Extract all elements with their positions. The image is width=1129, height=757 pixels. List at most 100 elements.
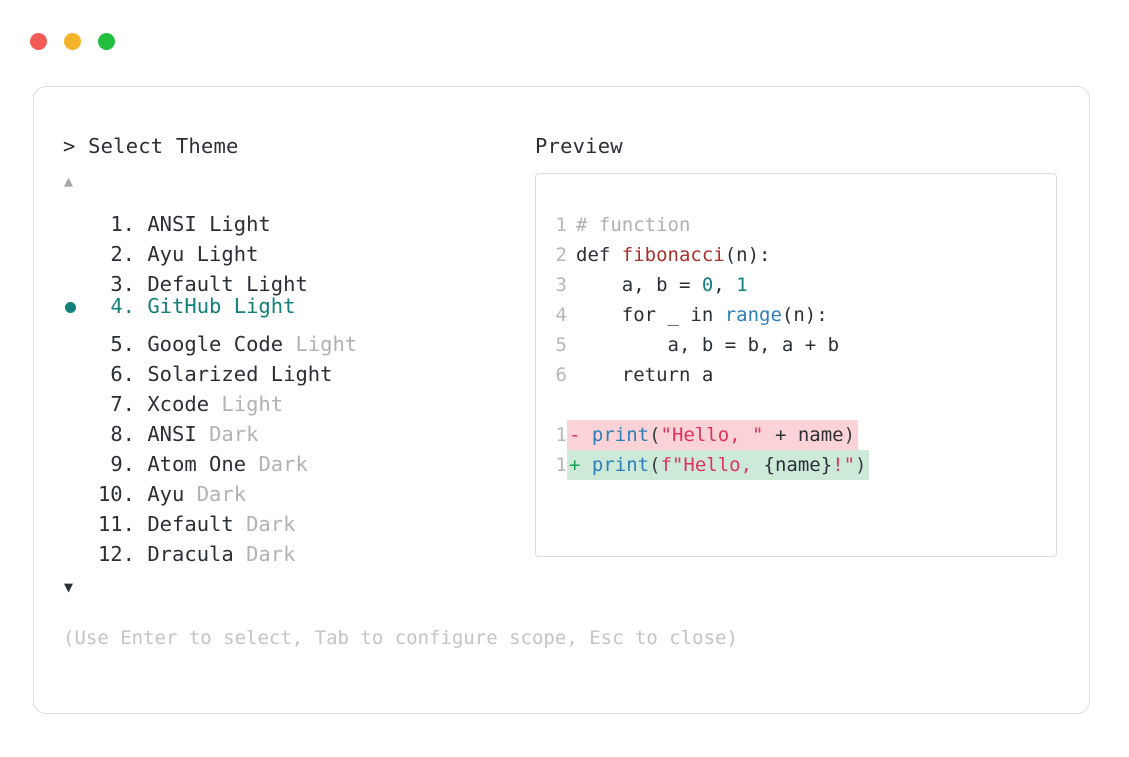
selection-bullet-slot bbox=[63, 411, 89, 441]
theme-list-item[interactable]: 4. GitHub Light bbox=[63, 291, 533, 321]
theme-list-item[interactable]: 1. ANSI Light bbox=[63, 201, 533, 236]
theme-index-gap bbox=[135, 479, 147, 509]
theme-list-item[interactable]: 9. Atom One Dark bbox=[63, 441, 533, 476]
diff-token: "Hello, " bbox=[660, 424, 764, 446]
theme-index: 6. bbox=[110, 362, 135, 386]
theme-name: Xcode bbox=[147, 392, 222, 416]
window-traffic-lights bbox=[30, 33, 115, 50]
selection-bullet-slot bbox=[63, 293, 89, 323]
theme-variant-label: Light bbox=[246, 272, 308, 296]
code-line: 4 for _ in range(n): bbox=[536, 300, 1056, 330]
diff-token: f"Hello, bbox=[660, 454, 764, 476]
theme-variant-label: Dark bbox=[246, 512, 296, 536]
theme-index-gap bbox=[135, 209, 147, 239]
code-line-text: for _ in range(n): bbox=[576, 300, 828, 330]
close-window-button[interactable] bbox=[30, 33, 47, 50]
diff-line-body: + print(f"Hello, {name}!") bbox=[567, 450, 870, 480]
code-token: # function bbox=[576, 214, 691, 236]
theme-index: 2. bbox=[110, 242, 135, 266]
scroll-up-indicator-icon[interactable]: ▲ bbox=[64, 172, 74, 190]
theme-index: 7. bbox=[110, 392, 135, 416]
theme-index-gap bbox=[135, 389, 147, 419]
code-token: (n): bbox=[781, 304, 828, 326]
code-line-text: a, b = b, a + b bbox=[576, 330, 840, 360]
diff-token: + name bbox=[763, 424, 844, 446]
code-token: a, b = b, a + b bbox=[576, 334, 840, 356]
diff-token: print bbox=[591, 454, 650, 476]
code-line: 1 # function bbox=[536, 210, 1056, 240]
theme-index: 8. bbox=[110, 422, 135, 446]
selection-bullet-slot bbox=[63, 261, 89, 291]
theme-variant-label: Dark bbox=[196, 482, 247, 506]
theme-list-item[interactable]: 8. ANSI Dark bbox=[63, 411, 533, 446]
code-line-number: 6 bbox=[555, 364, 567, 386]
theme-name: Default bbox=[147, 272, 247, 296]
theme-name: ANSI bbox=[147, 422, 210, 446]
theme-index: 12. bbox=[97, 542, 135, 566]
code-token: a, b = bbox=[576, 274, 702, 296]
theme-variant-label: Light bbox=[270, 362, 333, 386]
theme-variant-label: Dark bbox=[258, 452, 308, 476]
theme-name: Dracula bbox=[147, 542, 247, 566]
code-line-number: 2 bbox=[555, 244, 567, 266]
theme-index-gap bbox=[135, 509, 147, 539]
theme-name: ANSI bbox=[147, 212, 210, 236]
diff-preview: 1- print("Hello, " + name)1+ print(f"Hel… bbox=[536, 420, 1056, 480]
selection-bullet-slot bbox=[63, 471, 89, 501]
theme-variant-label: Light bbox=[221, 392, 284, 416]
theme-index: 9. bbox=[110, 452, 135, 476]
code-line-number: 5 bbox=[555, 334, 567, 356]
theme-list-item[interactable]: 6. Solarized Light bbox=[63, 351, 533, 386]
code-token: 1 bbox=[736, 274, 748, 296]
theme-variant-label: Dark bbox=[246, 542, 296, 566]
selection-bullet-slot bbox=[63, 441, 89, 471]
keyboard-hint-text: (Use Enter to select, Tab to configure s… bbox=[63, 627, 738, 649]
theme-list-item[interactable]: 12. Dracula Dark bbox=[63, 531, 533, 566]
preview-title: Preview bbox=[535, 134, 623, 158]
theme-list-item[interactable]: 2. Ayu Light bbox=[63, 231, 533, 266]
theme-list-item[interactable]: 3. Default Light bbox=[63, 261, 533, 296]
minimize-window-button[interactable] bbox=[64, 33, 81, 50]
theme-list-item[interactable]: 10. Ayu Dark bbox=[63, 471, 533, 506]
theme-index: 5. bbox=[110, 332, 135, 356]
code-token: def bbox=[576, 244, 622, 266]
selection-bullet-slot bbox=[63, 231, 89, 261]
code-token: 0 bbox=[701, 274, 714, 296]
code-line-text: return a bbox=[576, 360, 714, 390]
theme-index: 4. bbox=[110, 294, 135, 318]
code-token: (n): bbox=[724, 244, 771, 266]
theme-list-item[interactable]: 11. Default Dark bbox=[63, 501, 533, 536]
diff-token: print bbox=[591, 424, 650, 446]
selection-bullet-slot bbox=[63, 381, 89, 411]
diff-token: ( bbox=[649, 424, 661, 446]
diff-sign: + bbox=[569, 454, 592, 476]
theme-index: 1. bbox=[110, 212, 135, 236]
selection-bullet-slot bbox=[63, 531, 89, 561]
code-line-text: # function bbox=[576, 210, 690, 240]
scroll-down-indicator-icon[interactable]: ▼ bbox=[64, 578, 74, 596]
code-line-number: 1 bbox=[555, 214, 567, 236]
diff-token: ( bbox=[649, 454, 661, 476]
code-token: fibonacci bbox=[621, 244, 725, 266]
theme-name: Ayu bbox=[147, 482, 197, 506]
code-line: 6 return a bbox=[536, 360, 1056, 390]
theme-index: 11. bbox=[97, 512, 135, 536]
theme-list-item[interactable]: 7. Xcode Light bbox=[63, 381, 533, 416]
theme-index-gap bbox=[135, 449, 147, 479]
theme-index: 3. bbox=[110, 272, 135, 296]
theme-list-item[interactable]: 5. Google Code Light bbox=[63, 321, 533, 356]
diff-token: {name} bbox=[763, 454, 833, 476]
diff-token: !" bbox=[832, 454, 856, 476]
code-line: 5 a, b = b, a + b bbox=[536, 330, 1056, 360]
zoom-window-button[interactable] bbox=[98, 33, 115, 50]
code-token: for _ in bbox=[576, 304, 725, 326]
diff-line-number: 1 bbox=[555, 424, 567, 446]
theme-name: Atom One bbox=[147, 452, 259, 476]
theme-variant-label: Light bbox=[233, 294, 296, 318]
code-line-number: 3 bbox=[555, 274, 567, 296]
